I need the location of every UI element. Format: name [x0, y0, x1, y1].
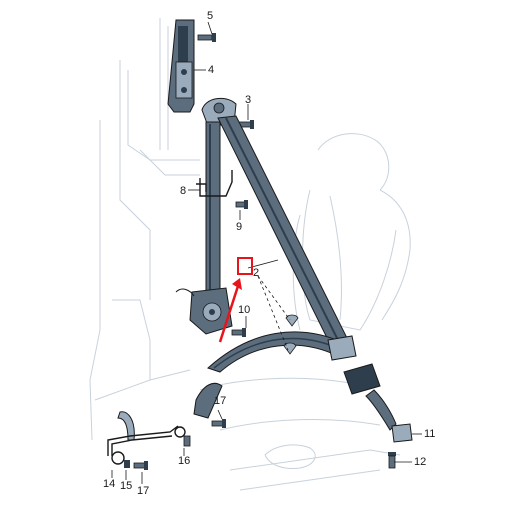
callout-17-lower: 17: [137, 485, 150, 497]
callout-2: 2: [253, 267, 260, 279]
callout-14: 14: [103, 478, 116, 490]
callout-8: 8: [180, 185, 187, 197]
bolt-12: [388, 452, 396, 469]
belt-retractor: [175, 287, 233, 335]
callout-10: 10: [238, 304, 251, 316]
latch-plate: [327, 335, 357, 361]
belt-webbing-vertical: [205, 121, 221, 293]
buckle-assembly: [343, 363, 413, 443]
belt-webbing-lap: [207, 331, 347, 373]
highlight-marker: [218, 257, 253, 343]
leader-lines: [111, 21, 422, 484]
bolt-16: [183, 435, 191, 447]
callout-4: 4: [208, 64, 215, 76]
bolt-5: [197, 33, 216, 42]
bolt-10: [231, 328, 246, 337]
callout-3: 3: [245, 94, 252, 106]
anchor-rod: [107, 425, 186, 465]
height-adjuster-rail: [167, 19, 195, 113]
callout-5: 5: [207, 10, 214, 22]
callout-11: 11: [424, 428, 436, 440]
callout-17-upper: 17: [214, 395, 227, 407]
callout-9: 9: [236, 221, 243, 233]
belt-webbing-diagonal: [217, 115, 351, 353]
trim-clips: [283, 314, 299, 355]
bolt-17-lower: [133, 461, 148, 470]
bolt-17-upper: [211, 419, 226, 428]
nut-15: [124, 460, 130, 468]
bolt-9: [235, 200, 248, 209]
background-car-outline: [89, 18, 411, 491]
callout-12: 12: [414, 456, 427, 468]
callout-16: 16: [178, 455, 191, 467]
callout-15: 15: [120, 480, 133, 492]
lower-anchor-strap: [117, 382, 223, 441]
